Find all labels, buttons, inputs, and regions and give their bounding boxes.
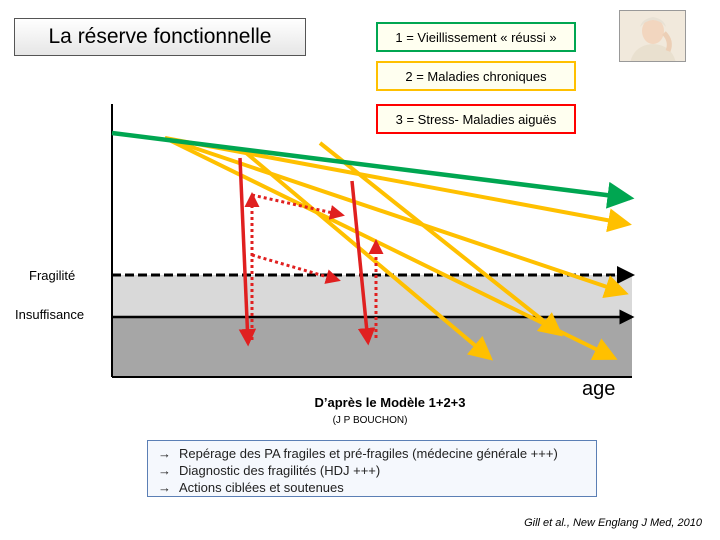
- list-item: →Actions ciblées et soutenues: [158, 480, 344, 495]
- chronic-trajectory-4: [243, 150, 494, 361]
- reference-citation: Gill et al., New Englang J Med, 2010: [524, 517, 702, 529]
- elderly-person-photo: [619, 10, 686, 62]
- action-list: →Repérage des PA fragiles et pré-fragile…: [147, 440, 597, 497]
- acute-drop-1: [238, 157, 257, 347]
- chronic-trajectory-5: [318, 141, 564, 337]
- model-author: (J P BOUCHON): [332, 415, 408, 426]
- acute-drop-2: [350, 180, 376, 346]
- arrow-icon: →: [158, 446, 171, 461]
- page-title: La réserve fonctionnelle: [14, 18, 306, 56]
- chronic-trajectory-1: [164, 136, 632, 233]
- insufficiency-band: [112, 317, 632, 377]
- age-axis-label: age: [582, 378, 616, 400]
- arrow-icon: →: [158, 463, 171, 478]
- legend-item-acute-stress: 3 = Stress- Maladies aiguës: [376, 104, 576, 134]
- legend-item-chronic-diseases: 2 = Maladies chroniques: [376, 61, 576, 91]
- insuffisance-label: Insuffisance: [15, 307, 85, 322]
- model-caption: D’après le Modèle 1+2+3: [314, 395, 466, 410]
- legend-item-successful-aging: 1 = Vieillissement « réussi »: [376, 22, 576, 52]
- frailty-band: [112, 275, 632, 317]
- chronic-trajectory-2: [164, 136, 629, 298]
- list-item: →Repérage des PA fragiles et pré-fragile…: [158, 446, 558, 461]
- list-item: →Diagnostic des fragilités (HDJ +++): [158, 463, 381, 478]
- recovery-path-1c: [251, 253, 341, 284]
- arrow-icon: →: [158, 480, 171, 495]
- successful-aging-trajectory: [111, 130, 635, 209]
- fragilite-label: Fragilité: [29, 268, 76, 283]
